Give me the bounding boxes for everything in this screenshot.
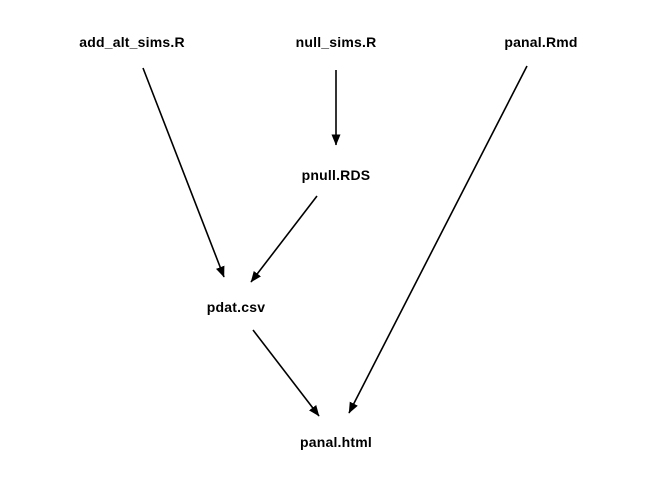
node-label-null-sims-r: null_sims.R [295,34,377,50]
node-label-add-alt-sims-r: add_alt_sims.R [79,34,185,50]
node-label-panal-html: panal.html [299,434,373,450]
edge-pdat-csv-to-panal-html [252,329,320,417]
edge-add-alt-sims-r-to-pdat-csv [142,67,225,278]
edge-pnull-rds-to-pdat-csv [250,195,318,283]
edge-panal-rmd-to-panal-html [348,65,528,414]
node-label-pdat-csv: pdat.csv [206,299,266,315]
node-label-pnull-rds: pnull.RDS [301,167,371,183]
edges-layer [142,65,528,417]
node-label-panal-rmd: panal.Rmd [504,34,578,50]
